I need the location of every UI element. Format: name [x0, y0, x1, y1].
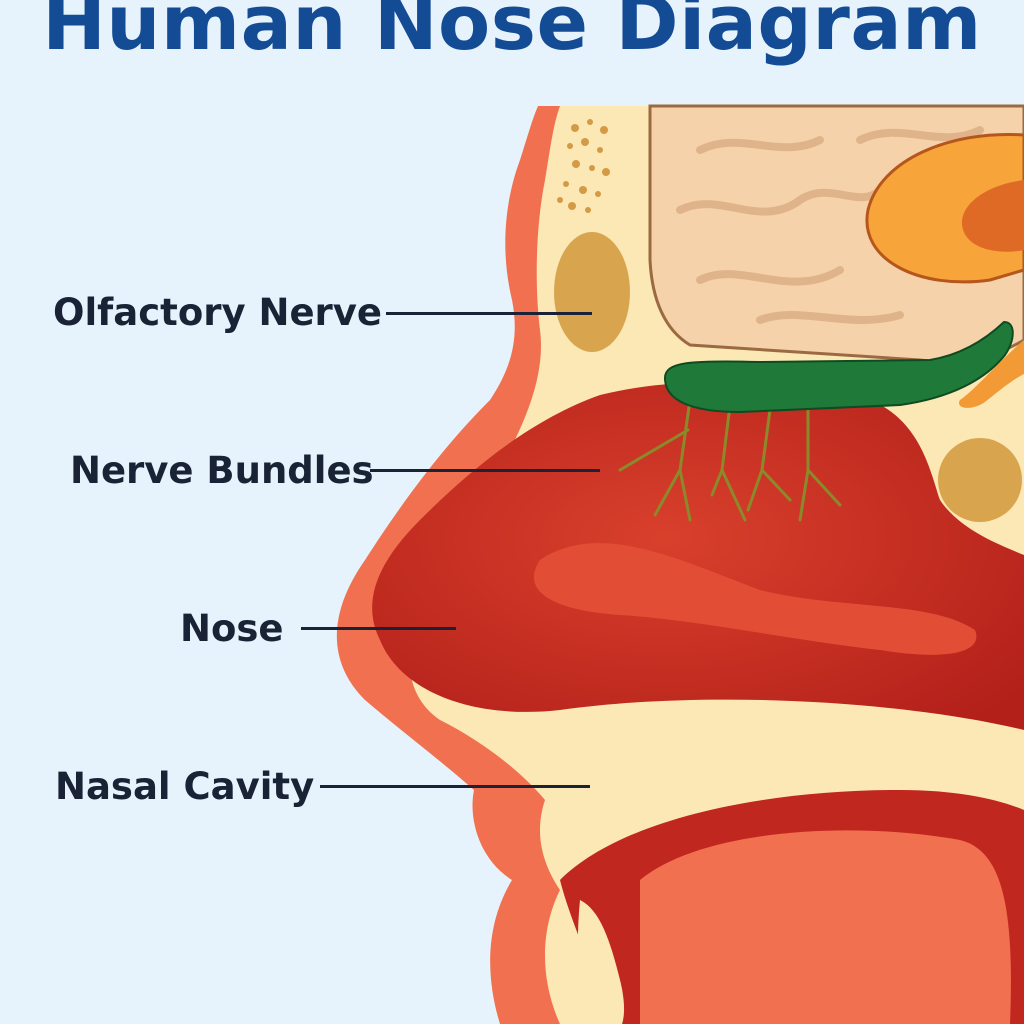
label-nose: Nose: [180, 607, 284, 650]
sphenoid-sinus: [938, 438, 1022, 522]
tongue: [640, 830, 1011, 1024]
leader-nose: [301, 627, 456, 630]
leader-nerve-bundles: [370, 469, 600, 472]
nerve-fibers: [618, 398, 842, 522]
label-nasal-cavity: Nasal Cavity: [55, 765, 315, 808]
leader-olfactory-nerve: [386, 312, 592, 315]
brain-folds: [676, 126, 984, 324]
lower-lip-bone: [577, 900, 625, 1024]
label-olfactory-nerve: Olfactory Nerve: [53, 291, 383, 334]
leader-nasal-cavity: [320, 785, 590, 788]
diagram-title: Human Nose Diagram: [42, 0, 982, 67]
sinus-texture: [557, 119, 610, 213]
olfactory-tract: [959, 340, 1024, 408]
label-nerve-bundles: Nerve Bundles: [70, 449, 374, 492]
brain-structure-inner: [961, 180, 1024, 252]
turbinate: [533, 543, 977, 655]
olfactory-bulb: [663, 320, 1014, 414]
frontal-sinus: [554, 232, 630, 352]
